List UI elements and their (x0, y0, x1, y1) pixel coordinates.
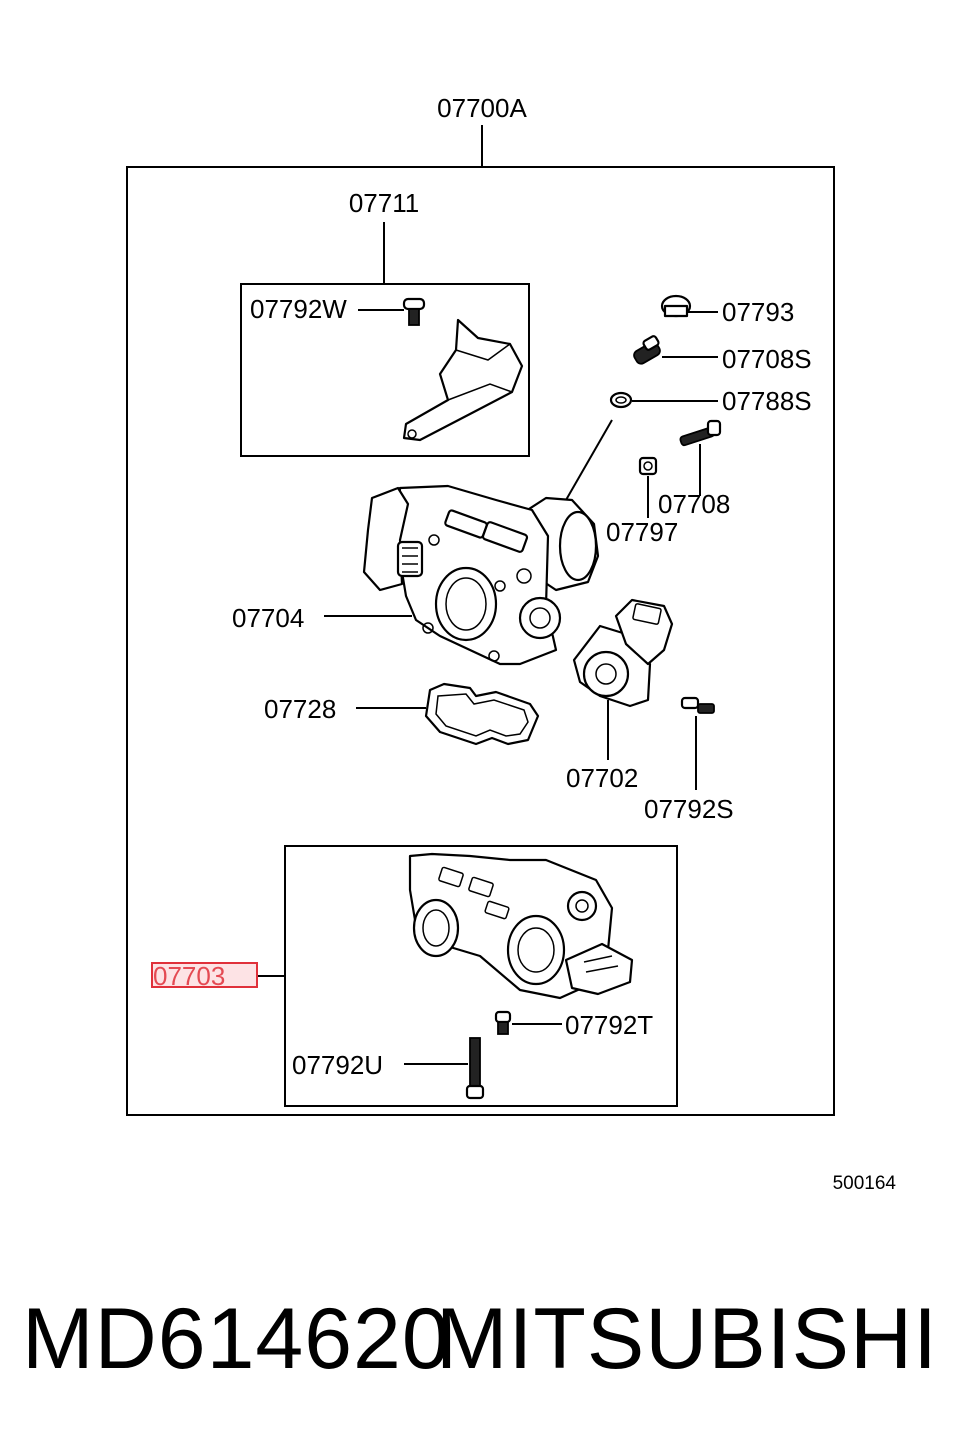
label-07792T[interactable]: 07792T (565, 1010, 653, 1040)
bolt-07792U-icon (465, 1037, 485, 1100)
plug-07793-icon (660, 294, 692, 318)
label-07711[interactable]: 07711 (349, 188, 419, 218)
label-07702[interactable]: 07702 (566, 763, 638, 793)
label-07708[interactable]: 07708 (658, 489, 730, 519)
label-07797[interactable]: 07797 (606, 517, 678, 547)
label-07792U[interactable]: 07792U (292, 1050, 383, 1080)
label-07728[interactable]: 07728 (264, 694, 336, 724)
label-07792W[interactable]: 07792W (250, 294, 347, 324)
brand-name: MITSUBISHI (435, 1291, 938, 1387)
gasket-07728-icon (424, 682, 540, 746)
label-07708S[interactable]: 07708S (722, 344, 812, 374)
parts-diagram: 07700A 07711 07792W 07793 07708S 07788S (126, 93, 896, 1194)
o-ring-hole-icon (615, 396, 627, 404)
assembly-frame (126, 166, 835, 1116)
label-07700A[interactable]: 07700A (437, 93, 527, 123)
label-07793[interactable]: 07793 (722, 297, 794, 327)
screw-07792W-icon (402, 297, 426, 326)
bracket-07711-icon (402, 318, 524, 442)
reference-code: 500164 (833, 1173, 897, 1194)
product-caption: MD614620 MITSUBISHI (0, 1290, 960, 1400)
throttle-body-assembly-07703-icon (408, 852, 634, 1000)
label-07788S[interactable]: 07788S (722, 386, 812, 416)
bolt-07708-icon (679, 419, 722, 447)
screw-07708S-icon (633, 335, 661, 365)
nut-07797-icon (638, 456, 658, 476)
label-07703[interactable]: 07703 (153, 961, 225, 991)
screw-07792T-icon (494, 1010, 512, 1035)
subassembly-box-07711 (240, 283, 530, 457)
screw-07792S-icon (680, 696, 715, 714)
label-07704[interactable]: 07704 (232, 603, 304, 633)
throttle-body-07704-icon (362, 484, 600, 666)
o-ring-07788S-icon (609, 391, 633, 409)
sensor-07702-icon (572, 598, 674, 708)
part-number: MD614620 (22, 1291, 451, 1387)
highlight-box-07703 (151, 962, 258, 988)
label-07792S[interactable]: 07792S (644, 794, 734, 824)
